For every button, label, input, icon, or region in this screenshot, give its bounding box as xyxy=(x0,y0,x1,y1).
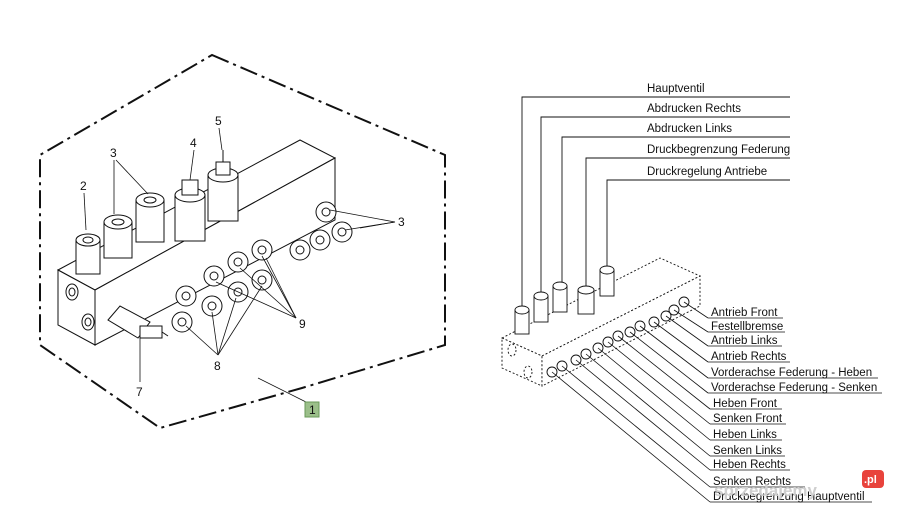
valve-4 xyxy=(174,179,206,242)
callout-7: 7 xyxy=(136,385,143,399)
label-abdrucken-rechts: Abdrucken Rechts xyxy=(647,103,741,115)
watermark-badge xyxy=(862,470,884,488)
callout-5: 5 xyxy=(215,114,222,128)
watermark-badge-text: .pl xyxy=(864,474,877,486)
callout-1: 1 xyxy=(309,403,316,417)
label-senken-links: Senken Links xyxy=(713,445,782,457)
label-vorderachse-senken: Vorderachse Federung - Senken xyxy=(711,382,877,394)
label-senken-front: Senken Front xyxy=(713,413,783,425)
label-antrieb-front: Antrieb Front xyxy=(711,307,778,319)
label-senken-rechts: Senken Rechts xyxy=(713,476,791,488)
side-leaders xyxy=(551,301,882,503)
valve-7 xyxy=(107,305,169,339)
assembly-boundary xyxy=(39,53,446,430)
label-druckregelung-antriebe: Druckregelung Antriebe xyxy=(647,166,767,178)
left-exploded-view: 1 2 3 4 5 3 7 8 9 xyxy=(39,53,446,430)
valve-3a xyxy=(103,214,133,259)
label-antrieb-links: Antrieb Links xyxy=(711,335,778,347)
leader-lines-left xyxy=(83,127,396,405)
label-heben-front: Heben Front xyxy=(713,398,778,410)
callout-4: 4 xyxy=(190,136,197,150)
label-abdrucken-links: Abdrucken Links xyxy=(647,123,732,135)
label-heben-rechts: Heben Rechts xyxy=(713,459,786,471)
valve-2 xyxy=(75,233,101,275)
label-hauptventil: Hauptventil xyxy=(647,83,705,95)
callout-1-box xyxy=(304,401,320,418)
watermark: sprzedajemy .pl xyxy=(714,470,884,500)
schematic-manifold xyxy=(500,257,702,387)
top-leaders xyxy=(521,96,790,306)
label-druckbegrenzung-federung: Druckbegrenzung Federung xyxy=(647,144,790,156)
callout-3-left: 3 xyxy=(110,146,117,160)
valve-5 xyxy=(207,150,239,222)
callout-8: 8 xyxy=(214,359,221,373)
label-festellbremse: Festellbremse xyxy=(711,321,783,333)
callout-2: 2 xyxy=(80,179,87,193)
schematic-cartridges xyxy=(514,265,615,335)
watermark-text: sprzedajemy xyxy=(714,481,818,500)
right-schematic: Hauptventil Abdrucken Rechts Abdrucken L… xyxy=(500,83,882,503)
label-vorderachse-heben: Vorderachse Federung - Heben xyxy=(711,367,872,379)
label-antrieb-rechts: Antrieb Rechts xyxy=(711,351,787,363)
label-heben-links: Heben Links xyxy=(713,429,777,441)
solenoid-coils-upper xyxy=(171,201,353,333)
valve-3b xyxy=(135,192,165,243)
label-druckbegrenzung-hauptventil: Druckbegrenzung Hauptventil xyxy=(713,491,865,503)
callout-3-right: 3 xyxy=(398,215,405,229)
callout-9: 9 xyxy=(299,317,306,331)
